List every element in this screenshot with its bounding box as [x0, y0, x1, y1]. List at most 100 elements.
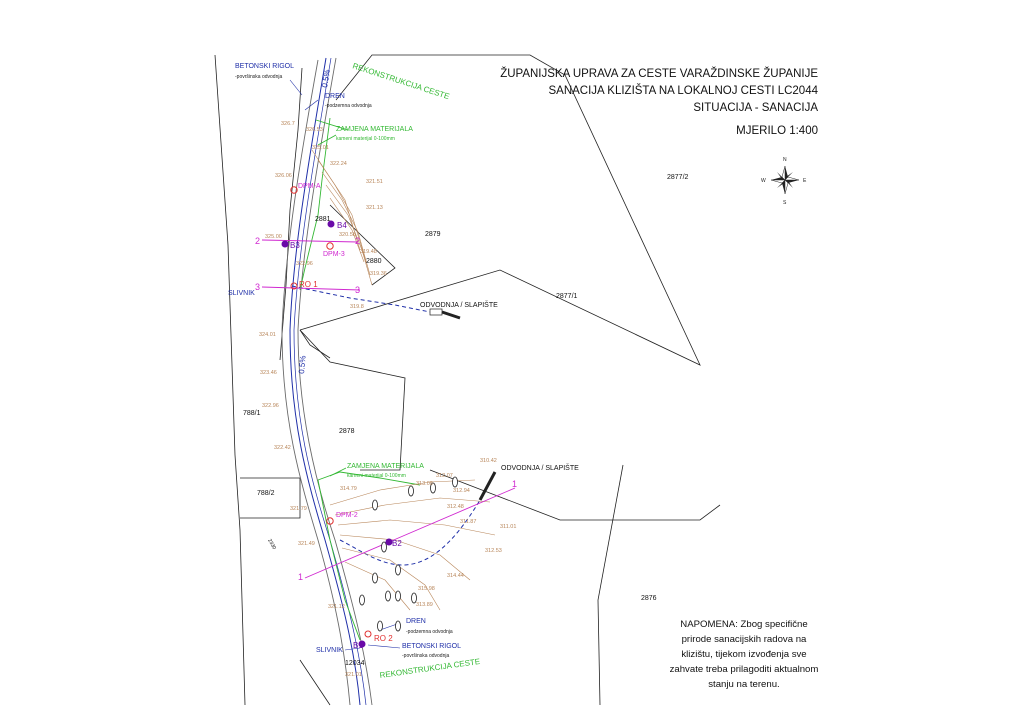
title-line-3: SITUACIJA - SANACIJA — [693, 102, 818, 114]
povrsinska-label-top: -površinska odvodnja — [235, 74, 282, 80]
contour-lower-2 — [334, 497, 491, 516]
pointer-rigol-bottom — [367, 644, 401, 649]
contour-lower-4 — [339, 534, 471, 581]
spot-height: 322.24 — [330, 161, 347, 167]
slope-label-upper: 0.5% — [320, 69, 332, 89]
spot-height: 321.12 — [328, 604, 345, 610]
parcel-number: 2330 — [266, 538, 277, 551]
boundary-bottom — [299, 659, 331, 706]
spot-height: 310.42 — [480, 458, 497, 464]
dpm-a-marker — [290, 186, 298, 194]
tree-icon — [395, 620, 401, 632]
b2-label: B2 — [392, 539, 402, 548]
tree-icon — [372, 499, 378, 511]
spot-height: 311.87 — [460, 519, 476, 525]
section-3-line — [261, 286, 361, 291]
contour-lower-6 — [344, 561, 411, 611]
contour-lower-5 — [341, 547, 441, 611]
tree-icon — [411, 592, 417, 604]
spot-height: 314.44 — [447, 573, 464, 579]
dpm-3-marker — [326, 242, 334, 250]
spot-height: 314.79 — [340, 486, 357, 492]
contour-upper-3 — [321, 171, 371, 276]
tree-icon — [372, 572, 378, 584]
betonski-rigol-label-top: BETONSKI RIGOL — [235, 63, 294, 70]
pointer-slivnik-bottom — [344, 647, 361, 651]
note-text: NAPOMENA: Zbog specifične prirode sanaci… — [669, 619, 819, 690]
slope-label-lower: 0.5% — [297, 355, 308, 374]
betonski-rigol-line — [289, 57, 361, 706]
parcel-number: 2879 — [425, 231, 441, 238]
spot-height: 311.01 — [500, 524, 516, 530]
spot-height: 321.01 — [345, 672, 362, 678]
contour-upper-4 — [325, 184, 373, 286]
parcel-number: 788/2 — [257, 490, 275, 497]
outlet-symbols — [429, 308, 497, 501]
b4-label: B4 — [337, 221, 347, 230]
pointer-rigol-top — [289, 79, 303, 96]
povrsinska-label-bottom: -površinska odvodnja — [402, 653, 449, 659]
b2-borehole-marker — [385, 538, 393, 546]
spot-height: 325.01 — [312, 145, 329, 151]
parcel-boundaries — [214, 54, 721, 706]
betonski-rigol-label-bottom: BETONSKI RIGOL — [402, 643, 461, 650]
dpm-2-label: DPM-2 — [336, 512, 358, 519]
spot-heights: 326.7 326.53 325.01 322.24 326.06 321.51… — [259, 121, 516, 678]
compass-n: N — [783, 157, 787, 163]
boundary-2876 — [597, 464, 624, 706]
spot-height: 319.48 — [360, 249, 377, 255]
dpm-2-marker — [326, 517, 334, 525]
slivnik-label-upper: SLIVNIK — [228, 290, 255, 297]
spot-height: 325.00 — [265, 234, 282, 240]
ro2-marker — [364, 630, 372, 638]
parcel-number: 2876 — [641, 595, 657, 602]
parcel-number: 2878 — [339, 428, 355, 435]
dpm-a-label: DPM-A — [298, 183, 321, 190]
outlet-pipe-upper — [291, 285, 431, 313]
slivnik-label-lower: SLIVNIK — [316, 647, 343, 654]
ro1-marker — [290, 282, 298, 290]
b4-borehole-marker — [327, 220, 335, 228]
section-labels: 2 2 3 3 1 1 — [255, 236, 517, 582]
parcel-number: 12034 — [345, 660, 365, 667]
boundary-upper-road-edge — [279, 67, 303, 361]
b3-borehole-marker — [281, 240, 289, 248]
tree-icon — [395, 564, 401, 576]
replacement-area-lower — [317, 471, 421, 486]
tree-icon — [452, 476, 458, 488]
spot-height: 320.58 — [339, 232, 356, 238]
section-2-label-west: 2 — [255, 236, 260, 246]
kameni-label-upper: kameni materijal 0-100mm — [336, 136, 395, 142]
outlet-pipe-lower — [339, 499, 481, 566]
section-2-label-east: 2 — [355, 236, 360, 246]
odvodnja-label-lower: ODVODNJA / SLAPIŠTE — [501, 463, 579, 472]
pointer-dren-top — [304, 99, 319, 111]
section-1-label-west: 1 — [298, 572, 303, 582]
outlet-upper-hatch — [441, 310, 461, 320]
boundary-2879 — [329, 204, 396, 286]
b3-label: B3 — [290, 241, 300, 250]
tree-icon — [359, 594, 365, 606]
tree-icon — [430, 482, 436, 494]
section-2-line — [261, 239, 359, 243]
replacement-lower-west — [317, 479, 361, 641]
spot-height: 315.98 — [418, 586, 435, 592]
north-arrow-compass-icon: N S E W — [761, 157, 807, 206]
odvodnja-label-upper: ODVODNJA / SLAPIŠTE — [420, 300, 498, 309]
spot-height: 324.01 — [259, 332, 276, 338]
section-3-label-west: 3 — [255, 282, 260, 292]
boundary-lower-east — [429, 469, 721, 521]
b1-label: B1 — [353, 641, 363, 650]
spot-height: 312.94 — [453, 488, 470, 494]
tree-icon — [385, 590, 391, 602]
outlet-lower-hatch — [478, 471, 497, 501]
boundary-mid — [299, 329, 331, 359]
boundary-2878 — [299, 329, 406, 471]
cross-sections — [261, 239, 516, 579]
spot-height: 322.42 — [274, 445, 291, 451]
replacement-pointer-upper — [317, 134, 337, 146]
spot-height: 322.96 — [262, 403, 279, 409]
section-1-line — [304, 487, 516, 579]
parcel-number: 788/1 — [243, 410, 261, 417]
monitoring-labels: DPM-A DPM-3 DPM-2 RO 1 RO 2 B4 B3 B2 B1 — [290, 183, 402, 650]
